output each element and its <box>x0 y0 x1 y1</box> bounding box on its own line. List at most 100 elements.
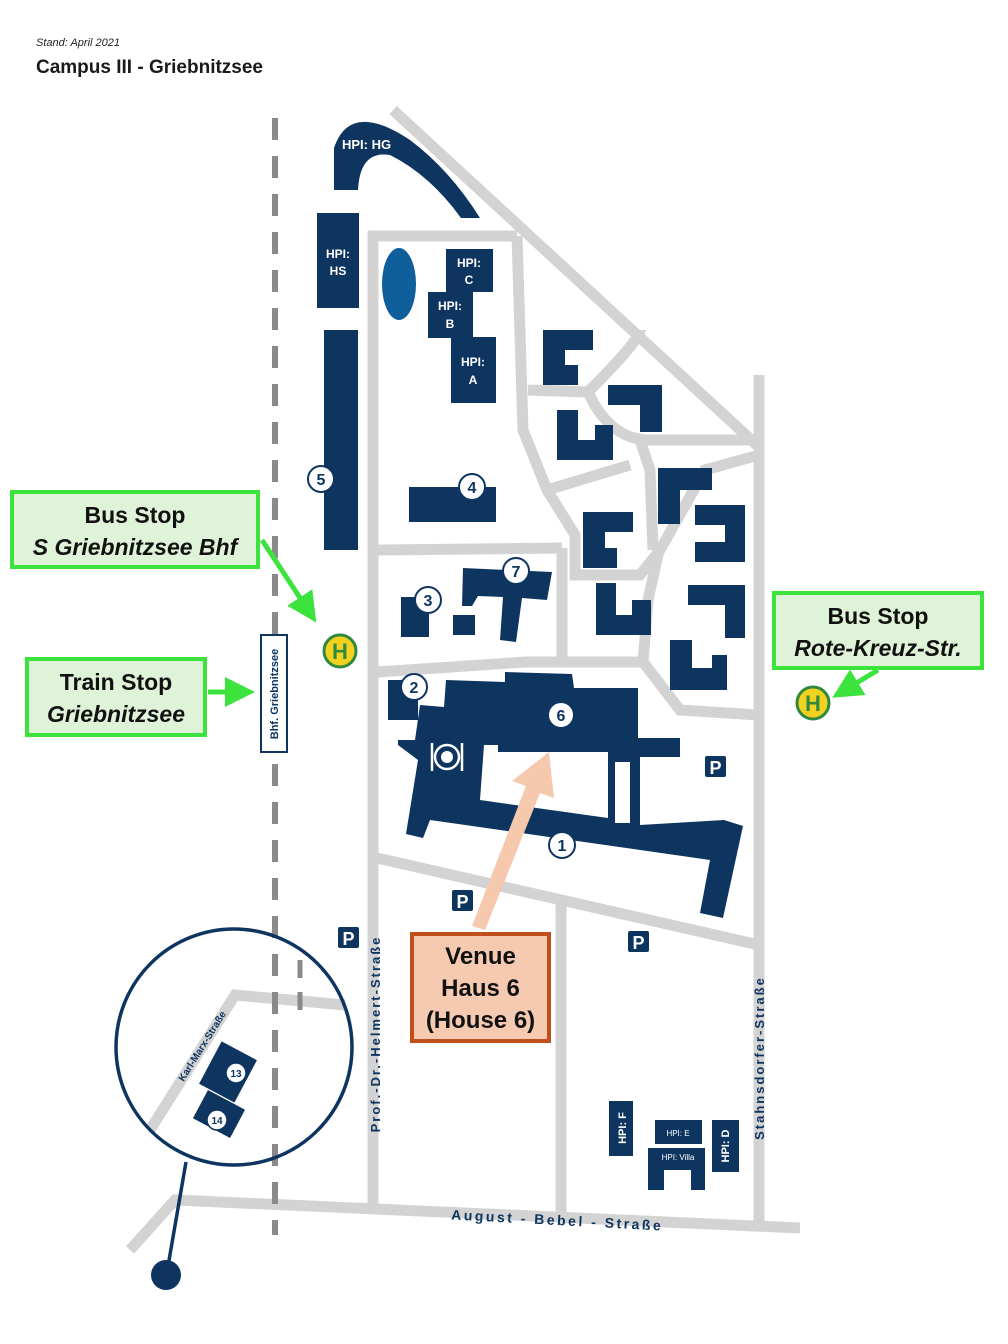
residential-buildings <box>543 330 745 690</box>
parking-icon: P <box>452 890 473 912</box>
building-hpi-d <box>712 1120 739 1172</box>
svg-text:P: P <box>342 929 354 949</box>
street-label-stahnsdorfer: Stahnsdorfer-Straße <box>752 976 767 1140</box>
road-karl-marx <box>145 989 346 1133</box>
street-label-helmert: Prof.-Dr.-Helmert-Straße <box>368 936 383 1133</box>
label-hpi-d: HPI: D <box>720 1129 732 1162</box>
building-6-courtyard-2 <box>615 762 630 823</box>
callout-line: Griebnitzsee <box>46 701 186 727</box>
callout-line: Train Stop <box>59 669 173 695</box>
label-hpi-hs-2: HS <box>330 264 347 278</box>
label-hpi-hs-1: HPI: <box>326 247 350 261</box>
label-hpi-b-1: HPI: <box>438 299 462 313</box>
building-7 <box>462 568 552 642</box>
road-cross-2 <box>376 656 643 678</box>
callout-venue: Venue Haus 6 (House 6) <box>410 932 551 1043</box>
road-bebel <box>125 1194 801 1254</box>
callout-line: Bus Stop <box>84 502 186 528</box>
label-hpi-a-2: A <box>469 373 478 387</box>
residence-7 <box>596 583 651 635</box>
svg-text:7: 7 <box>512 564 521 581</box>
revision-date: Stand: April 2021 <box>36 37 120 49</box>
building-hpi-f <box>609 1101 633 1156</box>
callout-line: S Griebnitzsee Bhf <box>32 534 238 560</box>
house-number-4: 4 <box>458 473 486 501</box>
building-hpi-b <box>428 292 473 338</box>
building-hpi-a <box>451 337 496 403</box>
building-5 <box>324 330 358 550</box>
venue-line: Venue <box>445 943 516 970</box>
residence-8 <box>688 585 745 638</box>
lake <box>382 248 416 320</box>
callout-line: Rote-Kreuz-Str. <box>794 635 962 661</box>
inset-pin <box>151 1260 181 1290</box>
road-cross-1 <box>376 542 563 556</box>
building-3-annex <box>453 615 475 635</box>
svg-text:5: 5 <box>317 472 326 489</box>
residence-9 <box>670 640 727 690</box>
residence-6 <box>695 505 745 562</box>
svg-text:H: H <box>332 639 348 664</box>
bus-stop-icon: H <box>322 633 358 669</box>
building-hpi-c <box>446 249 493 292</box>
callout-train-stop: Train Stop Griebnitzsee <box>25 657 207 737</box>
label-hpi-villa: HPI: Villa <box>662 1153 695 1162</box>
callout-line: Bus Stop <box>827 603 929 629</box>
building-hpi-hs <box>317 213 359 308</box>
road-lower-diagonal <box>375 852 761 951</box>
residence-2 <box>608 385 662 432</box>
venue-line: Haus 6 <box>441 975 520 1002</box>
inset-circle: 13 14 Karl-Marx-Straße <box>114 927 354 1290</box>
arrow-bus-left <box>259 538 317 623</box>
cafeteria-icon <box>430 743 464 771</box>
house-number-3: 3 <box>414 586 442 614</box>
house-number-5: 5 <box>307 465 335 493</box>
svg-text:4: 4 <box>468 480 477 497</box>
svg-text:Bhf. Griebnitzsee: Bhf. Griebnitzsee <box>269 649 281 739</box>
road-inner-loop <box>527 328 755 551</box>
svg-text:P: P <box>456 892 468 912</box>
residence-1 <box>543 330 593 385</box>
label-hpi-hg: HPI: HG <box>342 137 391 152</box>
page-title: Campus III - Griebnitzsee <box>36 57 263 78</box>
road-inner-b <box>638 658 760 721</box>
venue-arrow <box>472 752 554 930</box>
house-number-1: 1 <box>548 831 576 859</box>
svg-text:6: 6 <box>557 708 566 725</box>
parking-icon: P <box>338 927 359 949</box>
house-number-2: 2 <box>400 673 428 701</box>
bus-stop-icon: H <box>795 685 831 721</box>
house-number-14: 14 <box>211 1116 223 1127</box>
callout-bus-stop-left: Bus Stop S Griebnitzsee Bhf <box>10 490 260 569</box>
station-sign: Bhf. Griebnitzsee <box>260 634 288 753</box>
svg-text:3: 3 <box>424 593 433 610</box>
callout-bus-stop-right: Bus Stop Rote-Kreuz-Str. <box>772 591 984 670</box>
label-hpi-e: HPI: E <box>666 1129 689 1138</box>
parking-icon: P <box>628 931 649 953</box>
residence-4 <box>658 468 712 524</box>
svg-text:2: 2 <box>410 680 419 697</box>
building-hpi-villa <box>648 1148 705 1190</box>
svg-text:H: H <box>805 691 821 716</box>
building-hpi-hg <box>334 121 480 218</box>
svg-text:P: P <box>632 933 644 953</box>
road-diagonal-northeast <box>389 105 764 453</box>
residence-3 <box>557 410 613 460</box>
svg-text:1: 1 <box>558 838 567 855</box>
house-number-7: 7 <box>502 557 530 585</box>
residence-5 <box>583 512 633 568</box>
label-hpi-b-2: B <box>446 317 455 331</box>
arrow-bus-right <box>832 667 880 698</box>
label-hpi-a-1: HPI: <box>461 355 485 369</box>
road-inner-a <box>511 235 761 581</box>
house-number-13: 13 <box>230 1069 242 1080</box>
svg-text:P: P <box>709 758 721 778</box>
venue-line: (House 6) <box>425 1007 536 1034</box>
house-number-6: 6 <box>547 701 575 729</box>
parking-icon: P <box>705 756 726 778</box>
building-hpi-e <box>655 1120 702 1144</box>
label-hpi-c-2: C <box>465 273 474 287</box>
label-hpi-c-1: HPI: <box>457 256 481 270</box>
label-hpi-f: HPI: F <box>617 1112 629 1144</box>
